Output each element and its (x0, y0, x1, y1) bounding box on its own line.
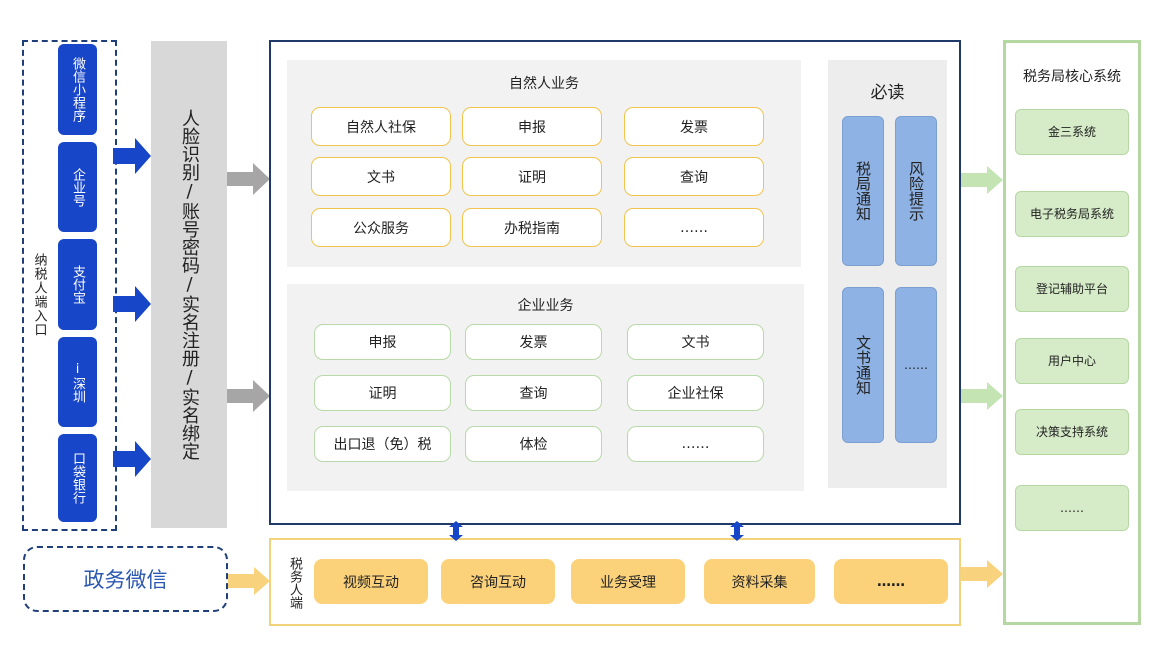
tax-staff-more-button[interactable]: …… (834, 559, 948, 604)
business-main-panel (269, 40, 961, 525)
enterprise-item[interactable]: 体检 (465, 426, 602, 462)
bidirectional-arrow-icon (730, 521, 744, 541)
entry-pocket-bank[interactable]: 口袋银行 (58, 434, 97, 522)
taxpayer-entry-frame (22, 40, 117, 531)
natural-item[interactable]: 发票 (624, 107, 764, 146)
enterprise-item[interactable]: 查询 (465, 375, 602, 411)
gray-arrow-icon (227, 380, 270, 412)
entry-wechat-miniprogram[interactable]: 微信小程序 (58, 44, 97, 135)
orange-arrow-icon (228, 567, 270, 595)
tax-staff-label: 税务人端 (287, 556, 302, 609)
natural-item[interactable]: 公众服务 (311, 208, 451, 247)
core-item-more[interactable]: …… (1015, 485, 1129, 531)
orange-arrow-icon (961, 560, 1003, 588)
entry-i-shenzhen[interactable]: i深圳 (58, 337, 97, 427)
entry-alipay[interactable]: 支付宝 (58, 239, 97, 330)
green-arrow-icon (961, 382, 1003, 410)
enterprise-item[interactable]: 申报 (314, 324, 451, 360)
tax-bureau-notice-card[interactable]: 税局通知 (842, 116, 884, 266)
natural-person-title: 自然人业务 (509, 76, 579, 92)
natural-item[interactable]: 申报 (462, 107, 602, 146)
taxpayer-entry-label: 纳税人端入口 (31, 253, 47, 337)
gray-arrow-icon (227, 163, 270, 195)
data-collection-button[interactable]: 资料采集 (704, 559, 815, 604)
must-read-title: 必读 (870, 83, 905, 103)
enterprise-item[interactable]: 证明 (314, 375, 451, 411)
enterprise-item[interactable]: 出口退（免）税 (314, 426, 451, 462)
tax-staff-frame (269, 538, 961, 626)
entry-enterprise-account[interactable]: 企业号 (58, 142, 97, 232)
natural-item[interactable]: 证明 (462, 157, 602, 196)
enterprise-item[interactable]: 发票 (465, 324, 602, 360)
core-item-user-center[interactable]: 用户中心 (1015, 338, 1129, 384)
core-item-decision-support[interactable]: 决策支持系统 (1015, 409, 1129, 455)
risk-warning-card[interactable]: 风险提示 (895, 116, 937, 266)
green-arrow-icon (961, 166, 1003, 194)
core-item-golden-tax[interactable]: 金三系统 (1015, 109, 1129, 155)
core-system-frame (1003, 40, 1141, 625)
enterprise-item-more[interactable]: …… (627, 426, 764, 462)
gov-wechat-box[interactable]: 政务微信 (23, 546, 228, 612)
enterprise-title: 企业业务 (517, 298, 574, 314)
natural-item[interactable]: 文书 (311, 157, 451, 196)
enterprise-item[interactable]: 文书 (627, 324, 764, 360)
blue-arrow-icon (113, 286, 151, 322)
blue-arrow-icon (113, 441, 151, 477)
video-interaction-button[interactable]: 视频互动 (314, 559, 428, 604)
consult-interaction-button[interactable]: 咨询互动 (441, 559, 555, 604)
core-item-e-tax-bureau[interactable]: 电子税务局系统 (1015, 191, 1129, 237)
authentication-methods: 人脸识别/账号密码/实名注册/实名绑定 (179, 109, 200, 460)
enterprise-item[interactable]: 企业社保 (627, 375, 764, 411)
core-system-title: 税务局核心系统 (1023, 69, 1121, 85)
business-acceptance-button[interactable]: 业务受理 (571, 559, 685, 604)
authentication-column (151, 41, 227, 528)
must-read-more-card[interactable]: …… (895, 287, 937, 443)
bidirectional-arrow-icon (449, 521, 463, 541)
natural-item[interactable]: 自然人社保 (311, 107, 451, 146)
natural-item-more[interactable]: …… (624, 208, 764, 247)
blue-arrow-icon (113, 138, 151, 174)
natural-item[interactable]: 查询 (624, 157, 764, 196)
natural-item[interactable]: 办税指南 (462, 208, 602, 247)
document-notice-card[interactable]: 文书通知 (842, 287, 884, 443)
core-item-registration-platform[interactable]: 登记辅助平台 (1015, 266, 1129, 312)
